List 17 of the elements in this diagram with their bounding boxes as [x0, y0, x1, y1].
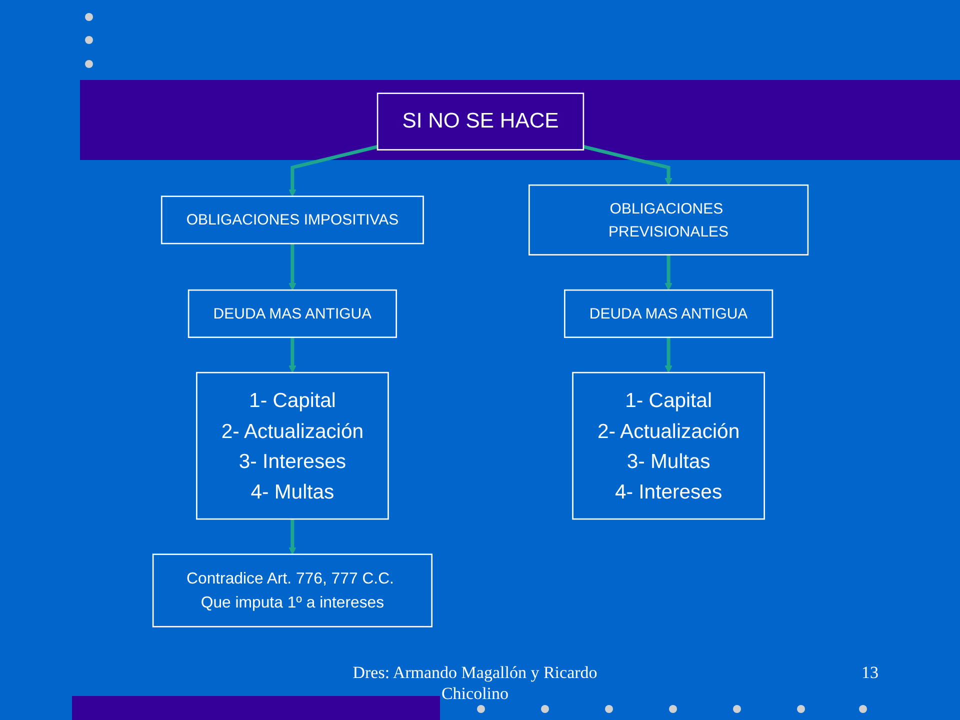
- arrow: [664, 254, 672, 290]
- node-box: DEUDA MAS ANTIGUA: [564, 289, 773, 338]
- node-box: OBLIGACIONES PREVISIONALES: [528, 184, 808, 256]
- node-box: OBLIGACIONES IMPOSITIVAS: [160, 196, 424, 244]
- node-box: Contradice Art. 776, 777 C.C. Que imputa 1º a intereses: [152, 554, 432, 628]
- node-box: SI NO SE HACE: [376, 92, 584, 150]
- arrow: [288, 519, 296, 555]
- arrow: [288, 144, 378, 197]
- arrow: [288, 337, 296, 373]
- node-box: 1- Capital 2- Actualización 3- Multas 4- Intereses: [572, 372, 764, 520]
- arrow: [664, 337, 672, 373]
- arrow: [582, 144, 672, 186]
- node-box: DEUDA MAS ANTIGUA: [187, 289, 396, 338]
- page-number: 13: [860, 662, 880, 683]
- node-box: 1- Capital 2- Actualización 3- Intereses 4- Multas: [196, 372, 388, 520]
- arrow: [288, 244, 296, 290]
- footer-text: Dres: Armando Magallón y Ricardo Chicolino: [352, 662, 598, 704]
